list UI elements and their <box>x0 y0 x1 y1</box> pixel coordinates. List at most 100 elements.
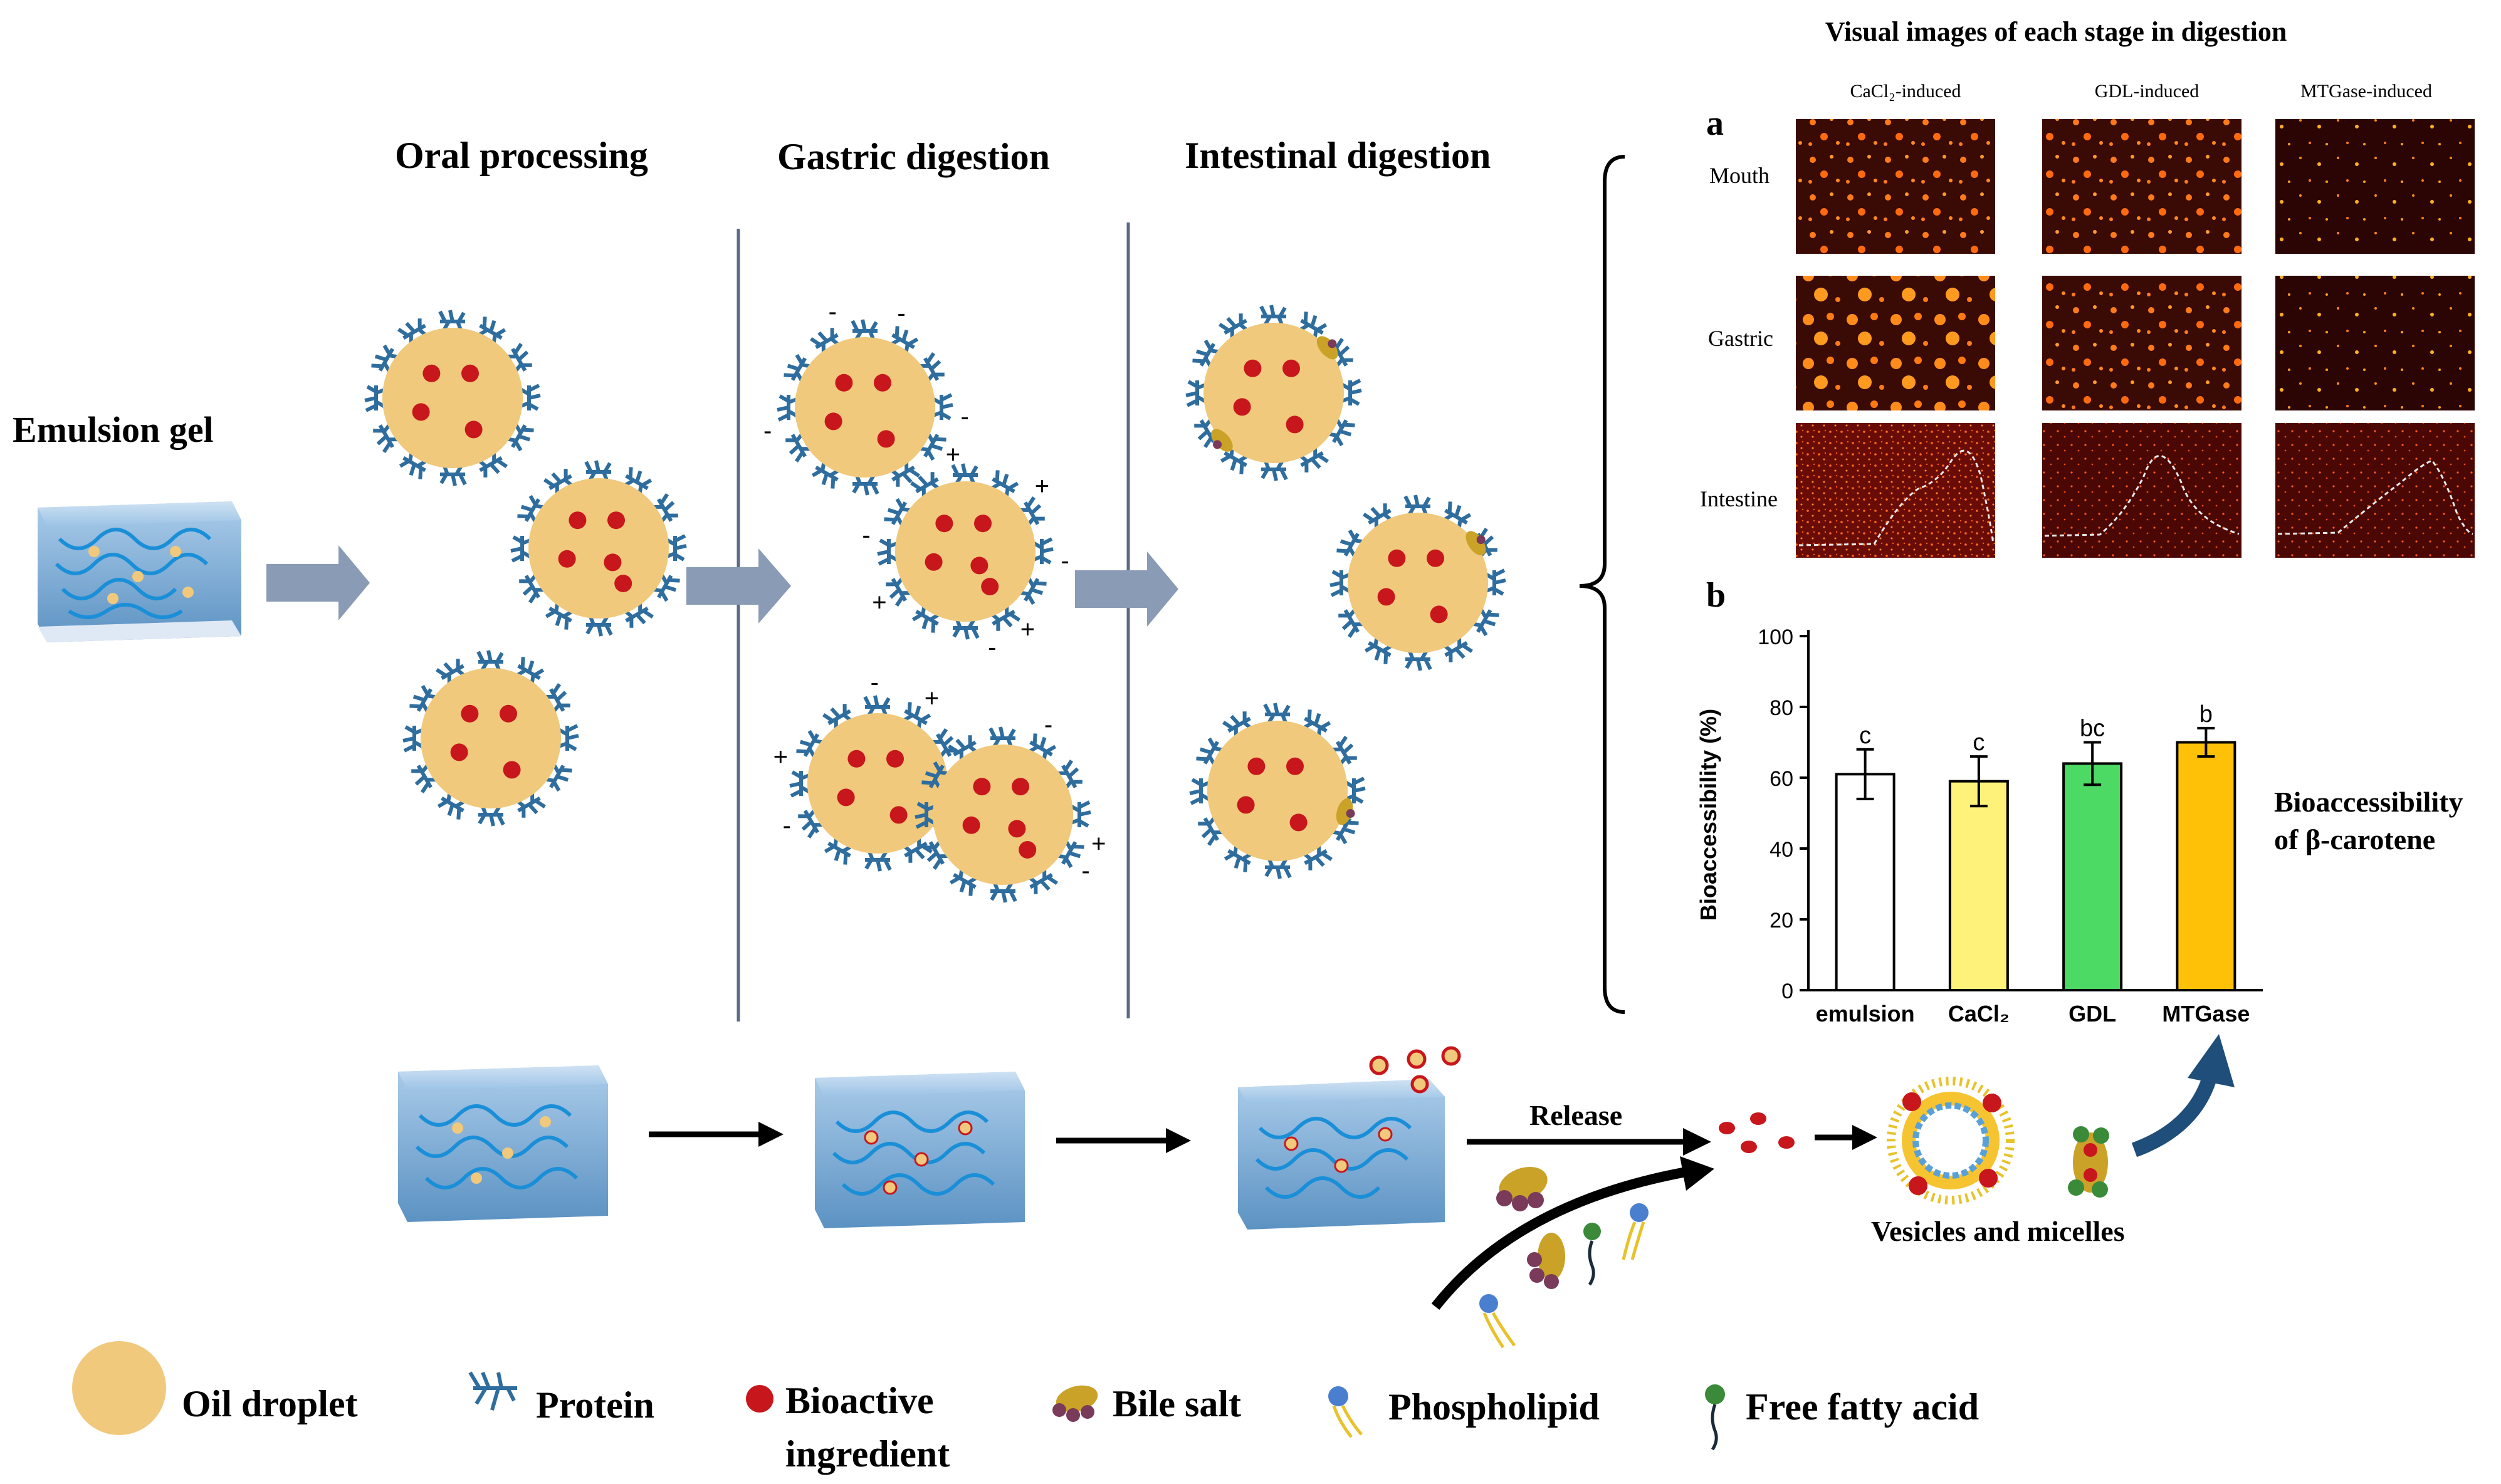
bioactive-mark <box>1019 841 1037 859</box>
bioactive-mark <box>889 806 908 824</box>
protein-mark <box>1471 608 1499 637</box>
protein-mark <box>1219 313 1250 339</box>
significance-letter: bc <box>2080 716 2105 742</box>
protein-mark <box>1224 844 1252 872</box>
legend-bioactive-label-1: Bioactive <box>785 1380 934 1421</box>
bioactive-mark <box>970 556 988 575</box>
bioactive-mark <box>1430 605 1448 624</box>
protein-mark <box>664 534 687 562</box>
protein-mark <box>777 394 800 422</box>
protein-mark <box>411 762 437 793</box>
protein-mark <box>556 724 579 751</box>
released-bioactives <box>1719 1112 1795 1153</box>
protein-mark <box>1198 815 1224 846</box>
bioactive-mark <box>461 364 479 382</box>
protein-mark <box>1194 417 1220 448</box>
charge-mark: - <box>961 403 969 431</box>
protein-mark <box>824 836 852 865</box>
micrograph-mouth-gdl <box>2042 119 2241 254</box>
protein-mark <box>1259 305 1287 328</box>
bioactive-mark <box>935 515 953 533</box>
protein-mark <box>1364 635 1393 664</box>
protein-mark <box>1189 778 1212 805</box>
protein-mark <box>364 385 387 412</box>
protein-mark <box>476 650 504 673</box>
bioactive-mark <box>558 550 576 568</box>
charge-mark: + <box>872 588 886 616</box>
protein-mark <box>624 467 653 496</box>
y-tick-label: 80 <box>1770 696 1793 720</box>
oil-core <box>933 745 1073 885</box>
charge-mark: - <box>829 298 837 326</box>
bioactive-mark <box>886 750 904 768</box>
x-tick-label: MTGase <box>2162 1001 2250 1027</box>
col-label-gdl: GDL-induced <box>2095 81 2200 102</box>
legend-oil-icon <box>72 1341 166 1435</box>
oil-core <box>1348 513 1488 653</box>
charge-mark: - <box>1081 857 1089 884</box>
bioactive-mark <box>962 816 980 834</box>
gray-arrow-1 <box>266 545 370 620</box>
protein-mark <box>921 761 950 790</box>
protein-mark <box>543 469 575 494</box>
protein-mark <box>516 657 545 686</box>
x-tick-label: CaCl₂ <box>1948 1001 2010 1027</box>
protein-mark <box>1328 338 1353 369</box>
x-tick-label: GDL <box>2068 1001 2116 1027</box>
legend-free-fatty-acid-icon <box>1705 1384 1725 1451</box>
protein-mark <box>478 316 506 345</box>
bioactive-mark <box>824 412 842 431</box>
protein-mark <box>545 601 574 630</box>
protein-mark <box>373 422 399 453</box>
protein-mark <box>1030 537 1054 565</box>
y-tick-label: 0 <box>1781 980 1793 1003</box>
panel-b-letter: b <box>1706 576 1726 615</box>
to-chart-arrow <box>2131 1034 2235 1157</box>
protein-mark <box>886 575 911 607</box>
intestinal-droplets <box>1185 305 1506 879</box>
protein-mark <box>506 343 532 374</box>
legend-free-fatty-acid-label: Free fatty acid <box>1746 1386 1979 1428</box>
protein-mark <box>919 352 945 384</box>
oil-core <box>1203 323 1344 463</box>
oil-core <box>795 337 935 478</box>
charge-mark: - <box>1061 547 1069 575</box>
protein-mark <box>1264 856 1292 879</box>
legend-bile-salt-label: Bile salt <box>1113 1383 1241 1424</box>
protein-mark <box>1196 737 1225 766</box>
oral-droplets <box>364 310 687 827</box>
protein-mark <box>515 792 546 818</box>
oil-droplet <box>364 310 541 486</box>
significance-letter: b <box>2200 701 2213 728</box>
micrograph-gastric-mtgase <box>2275 276 2475 410</box>
right-panel-title: Visual images of each stage in digestion <box>1825 16 2287 47</box>
protein-mark <box>822 704 854 729</box>
bile-salt-head <box>1476 535 1486 545</box>
significance-letter: c <box>1859 723 1871 749</box>
oil-core <box>421 668 561 808</box>
oil-droplet <box>1189 703 1366 879</box>
protein-mark <box>371 344 400 373</box>
micrograph-gastric-gdl <box>2042 276 2241 410</box>
flow-bile-salts <box>1496 1166 1565 1289</box>
protein-mark <box>931 728 957 760</box>
protein-mark <box>1298 447 1329 473</box>
protein-mark <box>402 725 426 753</box>
protein-mark <box>397 318 429 344</box>
charge-mark: + <box>1091 830 1106 857</box>
protein-mark <box>949 867 978 896</box>
protein-mark <box>785 431 811 462</box>
bioactive-mark <box>1247 757 1266 775</box>
protein-mark <box>1018 577 1047 605</box>
protein-mark <box>399 451 427 479</box>
bioactive-mark <box>837 788 855 807</box>
protein-mark <box>851 319 878 342</box>
legend-bile-salt-icon <box>1052 1385 1098 1422</box>
protein-mark <box>1222 711 1254 737</box>
bioactive-mark <box>874 374 891 392</box>
protein-mark <box>653 493 678 525</box>
protein-mark <box>1331 736 1357 767</box>
protein-mark <box>1339 379 1362 406</box>
protein-mark <box>990 470 1019 499</box>
gel-stage-1 <box>398 1065 608 1222</box>
